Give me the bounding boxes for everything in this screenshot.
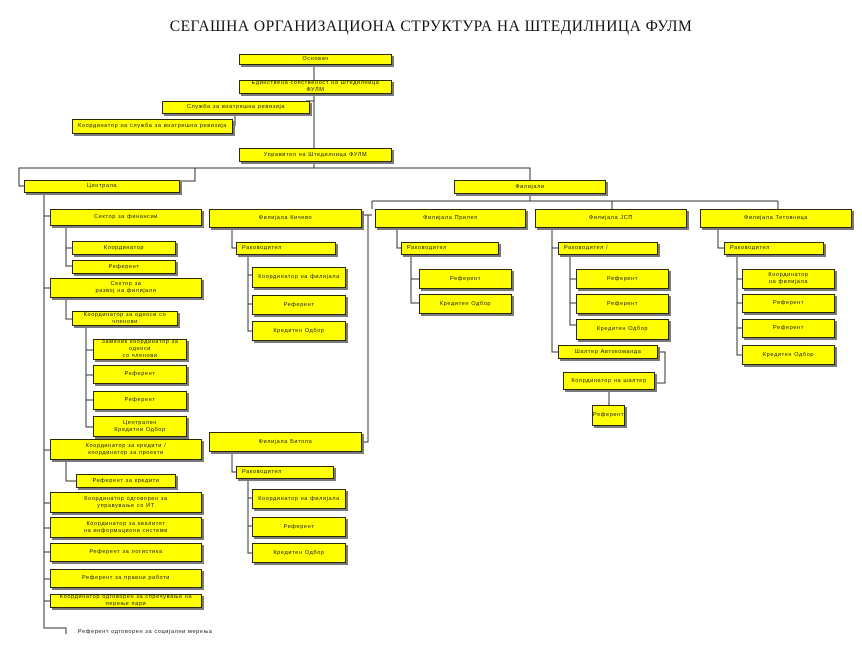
connector	[85, 326, 93, 428]
node-rakovoditel[interactable]: Раководител	[236, 466, 334, 479]
node-kreditni-odbor[interactable]: Кредитен Одбор	[419, 294, 512, 314]
node-centrala[interactable]: Централа	[24, 180, 180, 193]
node-referent[interactable]: Референт	[742, 294, 835, 313]
node-koordinator[interactable]: Координатор	[72, 241, 176, 255]
connector	[736, 255, 742, 356]
node-filijala-jsp[interactable]: Филијала ЈСП	[535, 209, 687, 228]
node-edinstvena-sopstvenost[interactable]: Единствена сопственост на Штедилница ФУЛ…	[239, 80, 392, 94]
node-sektor-razvoj[interactable]: Сектор за развој на филијали	[50, 278, 202, 298]
connector	[65, 226, 72, 267]
node-rakovoditel[interactable]: Раководител	[724, 242, 824, 255]
node-koordinator-sprecuvanje[interactable]: Координатор одговорен за спречување на п…	[50, 594, 202, 608]
node-kreditni-odbor[interactable]: Кредитен Одбор	[576, 319, 669, 340]
node-rakovoditel[interactable]: Раководител /	[558, 242, 658, 255]
node-koordinator-filijala[interactable]: Координатор на филијала	[252, 489, 346, 509]
connector	[410, 255, 419, 304]
node-referent-socijalni[interactable]: Референт одговорен за социјални мерења	[78, 629, 213, 635]
node-sektor-finansii[interactable]: Сектор за финансии	[50, 209, 202, 226]
node-koordinator-kvalitet[interactable]: Координатор за квалитет на информациони …	[50, 517, 202, 538]
connector	[396, 228, 401, 249]
node-filijala-kicevo[interactable]: Филијала Кичево	[209, 209, 362, 228]
connector	[362, 215, 369, 443]
node-rakovoditel[interactable]: Раководител	[236, 242, 336, 255]
node-referent[interactable]: Референт	[252, 517, 346, 537]
node-kreditni-odbor[interactable]: Кредитен Одбор	[742, 345, 835, 365]
connector	[247, 255, 252, 332]
node-sluzba-revizija[interactable]: Служба за внатрешна ревизија	[162, 101, 310, 114]
node-salter-avtokomanda[interactable]: Шалтер Автокоманда	[558, 345, 658, 359]
node-koordinator-revizija[interactable]: Координатор на служба за внатрешна ревиз…	[72, 119, 233, 134]
node-osnovach[interactable]: Основач	[239, 54, 392, 65]
connector	[569, 255, 576, 326]
node-rakovoditel[interactable]: Раководител	[401, 242, 499, 255]
node-referent[interactable]: Референт	[93, 391, 187, 410]
node-filijala-tetovnica[interactable]: Филијала Тетовница	[700, 209, 852, 228]
node-referent-pravni[interactable]: Референт за правни работи	[50, 569, 202, 588]
node-filijala-prilep[interactable]: Филијала Прилеп	[375, 209, 526, 228]
node-referent-logistika[interactable]: Референт за логистика	[50, 543, 202, 562]
node-referent[interactable]: Референт	[93, 365, 187, 384]
connector	[43, 193, 67, 634]
connector	[65, 460, 76, 482]
node-referent[interactable]: Референт	[576, 269, 669, 289]
node-referent[interactable]: Референт	[592, 405, 625, 426]
connector	[314, 167, 531, 180]
node-koordinator-salter[interactable]: Координатор на шалтер	[563, 372, 655, 390]
connector	[231, 228, 236, 249]
connector	[65, 298, 72, 320]
node-filijali[interactable]: Филијали	[454, 180, 606, 194]
connector	[655, 351, 666, 384]
node-zamenik-koordinator[interactable]: Заменик координатор за односи со членови	[93, 339, 187, 360]
node-referent[interactable]: Референт	[742, 319, 835, 338]
node-referent[interactable]: Референт	[419, 269, 512, 289]
node-koordinator-filijala[interactable]: Координатор на филијала	[252, 267, 346, 288]
connector	[180, 168, 196, 182]
node-kreditni-odbor[interactable]: Кредитен Одбор	[252, 321, 346, 341]
node-koordinator-filijala[interactable]: Координатор на филијала	[742, 269, 835, 289]
chart-title: СЕГАШНА ОРГАНИЗАЦИОНА СТРУКТУРА НА ШТЕДИ…	[169, 18, 693, 35]
node-kreditni-odbor[interactable]: Кредитен Одбор	[252, 543, 346, 563]
node-referent[interactable]: Референт	[576, 294, 669, 314]
node-koordinator-odnosi[interactable]: Координатор за односи со членови	[72, 311, 178, 326]
node-centralen-kreditni-odbor[interactable]: Централен Кредитни Одбор	[93, 416, 187, 437]
node-koordinator-it[interactable]: Координатор одговорен за управување со И…	[50, 492, 202, 513]
connector	[247, 479, 252, 554]
node-koordinator-krediti[interactable]: Координатор за кредити / координатор за …	[50, 439, 202, 460]
node-upravitel[interactable]: Управител на Штедилница ФУЛМ	[239, 148, 392, 162]
node-referent[interactable]: Референт	[72, 260, 176, 274]
node-referent-krediti[interactable]: Референт за кредити	[76, 474, 176, 488]
connector	[18, 162, 315, 187]
node-referent[interactable]: Референт	[252, 295, 346, 315]
connector	[551, 228, 558, 353]
connector	[231, 452, 236, 473]
connector	[717, 228, 724, 249]
node-filijala-bitola[interactable]: Филијала Битола	[209, 432, 362, 452]
